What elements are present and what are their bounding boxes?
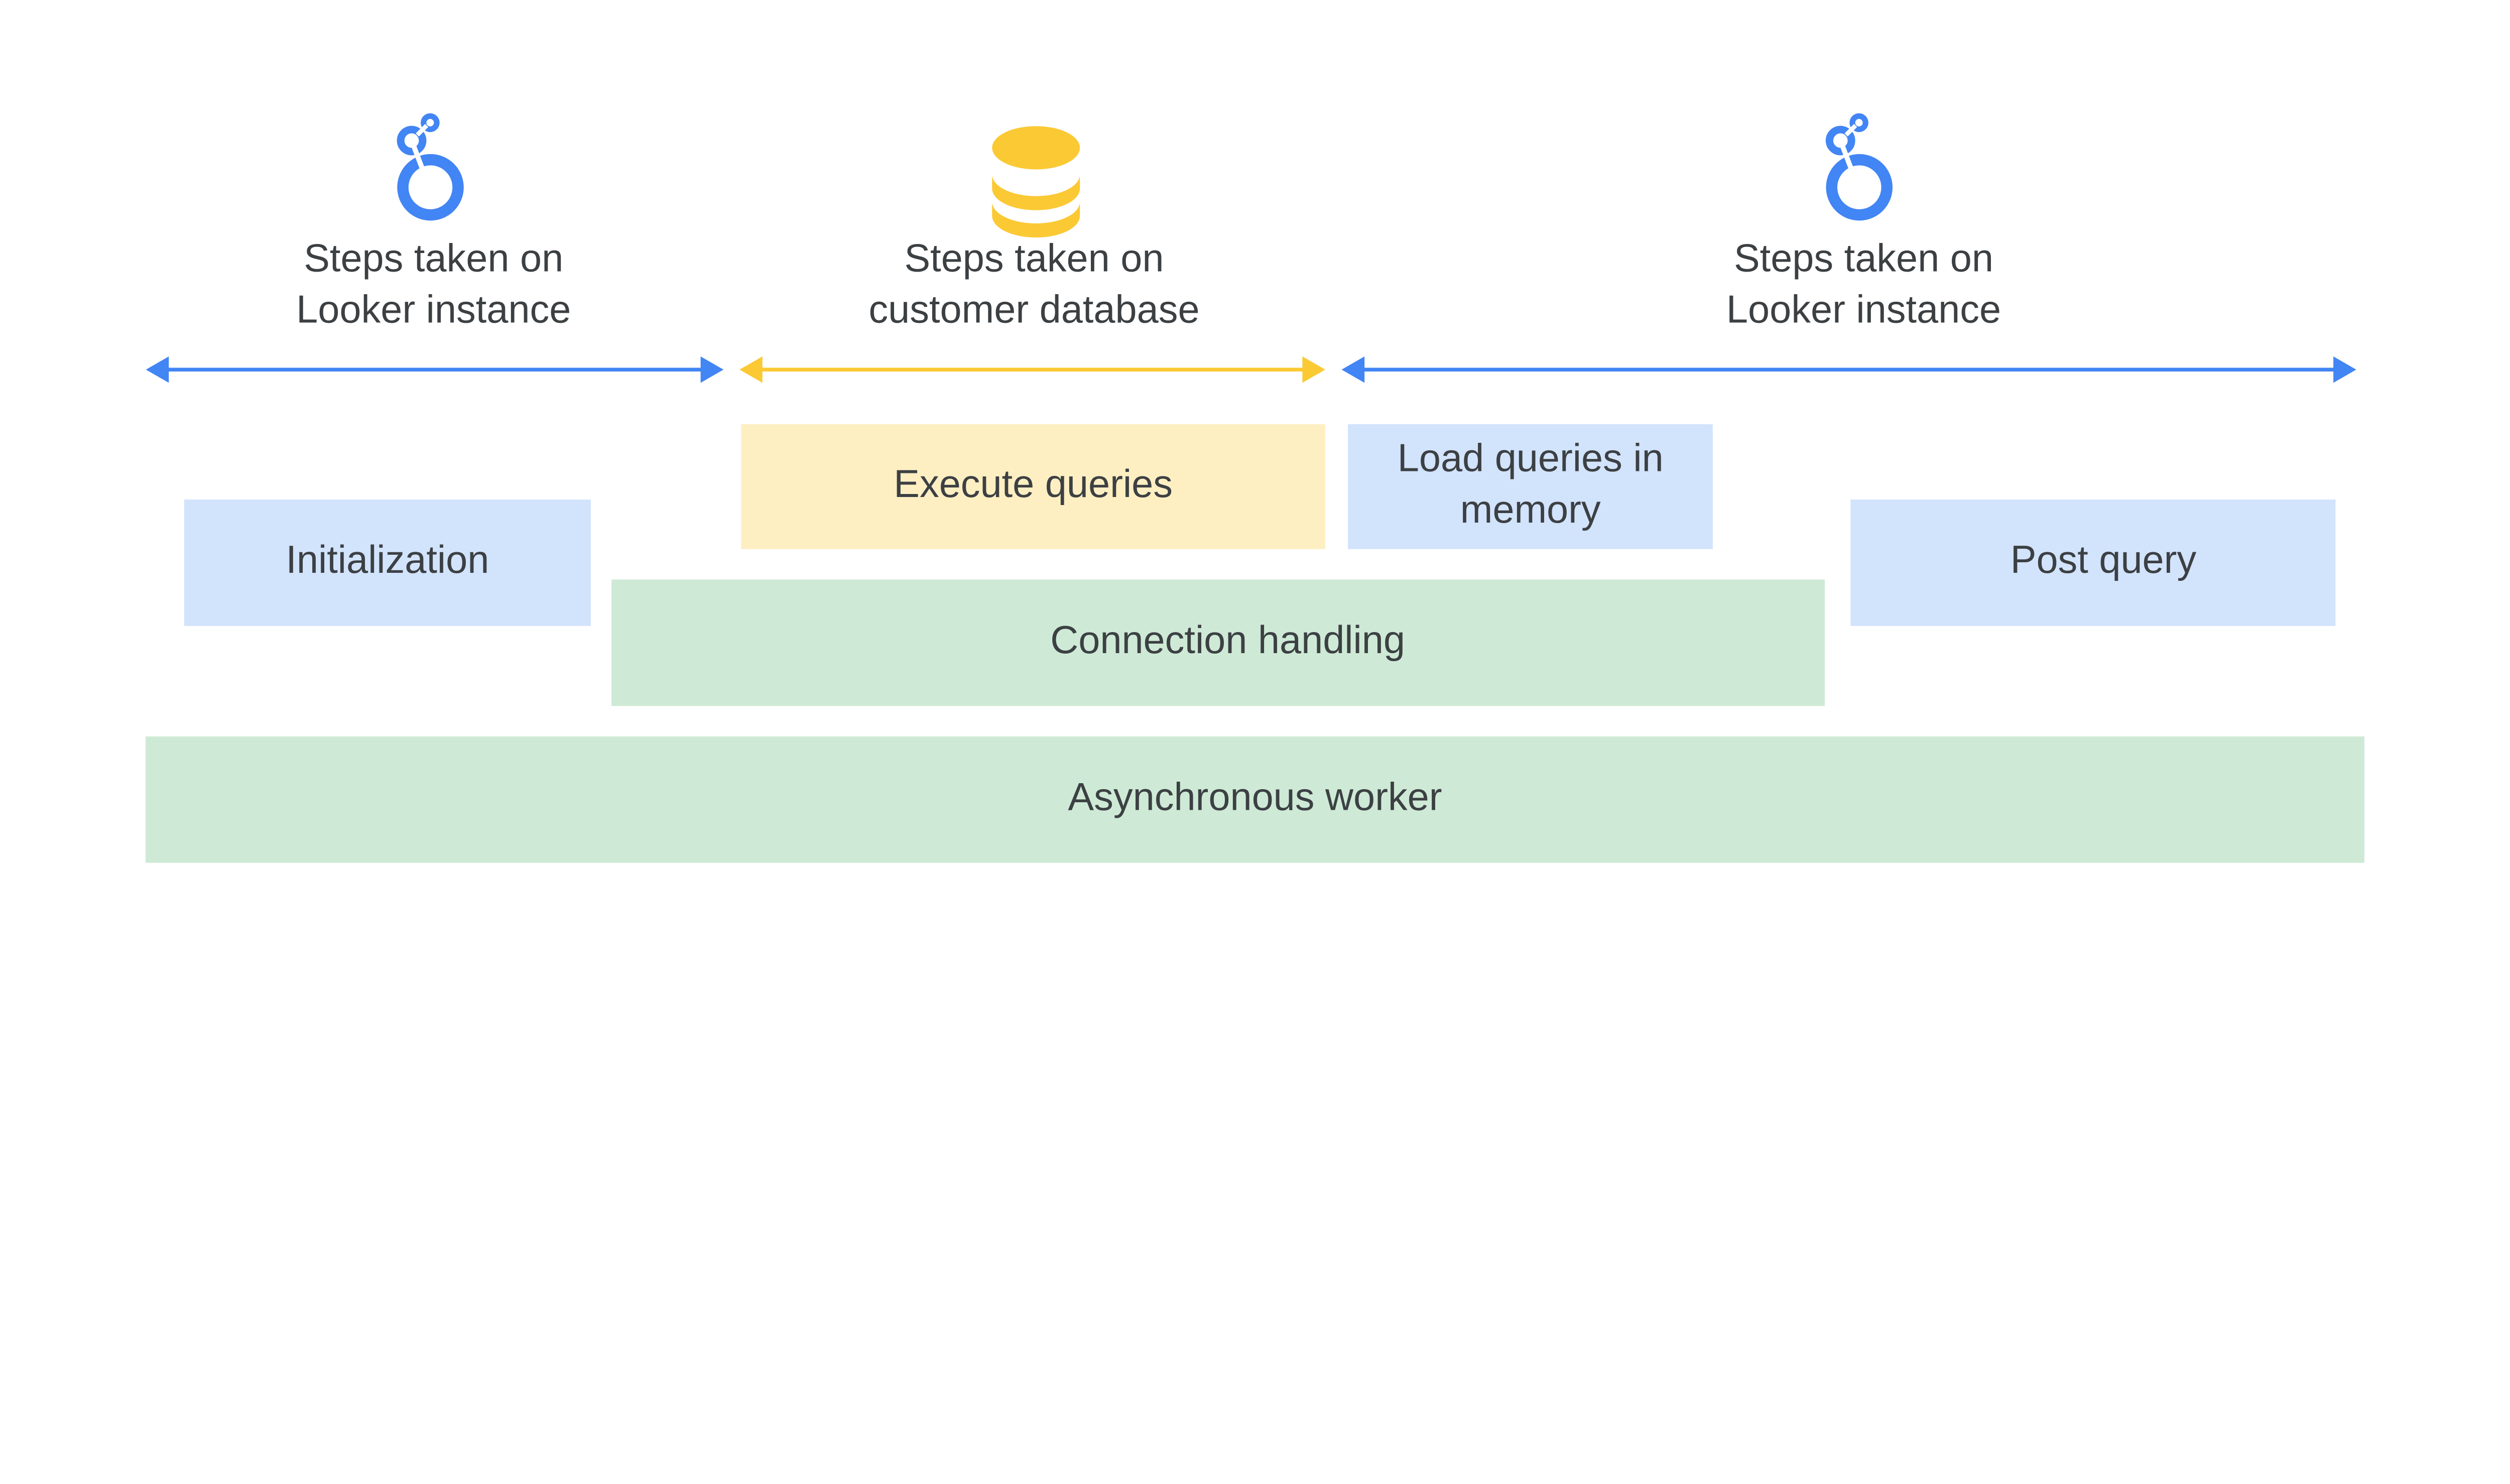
initialization-label: Initialization <box>286 538 489 581</box>
asynchronous-worker-label: Asynchronous worker <box>1068 776 1442 819</box>
load-queries-box: Load queries in memory <box>1348 424 1713 549</box>
query-lifecycle-diagram: Steps taken on Looker instance Steps tak… <box>146 113 2364 863</box>
post-query-label: Post query <box>2011 538 2197 581</box>
section-3-label-line-1: Steps taken on <box>1734 236 1993 280</box>
database-span-arrow <box>739 356 1325 383</box>
section-2-label-line-1: Steps taken on <box>904 236 1164 280</box>
database-icon <box>992 126 1080 238</box>
post-query-box: Post query <box>1850 500 2336 626</box>
looker-span-arrow-right <box>1341 356 2356 383</box>
looker-span-arrow-left <box>146 356 724 383</box>
looker-logo-icon <box>1825 113 1893 221</box>
execute-queries-box: Execute queries <box>741 424 1325 549</box>
section-3-label-line-2: Looker instance <box>1726 288 2001 331</box>
load-queries-label-line-2: memory <box>1460 488 1601 531</box>
section-1-label-line-1: Steps taken on <box>304 236 563 280</box>
section-2-label-line-2: customer database <box>868 288 1199 331</box>
load-queries-label-line-1: Load queries in <box>1398 437 1664 480</box>
asynchronous-worker-box: Asynchronous worker <box>146 736 2364 863</box>
connection-handling-label: Connection handling <box>1050 619 1405 662</box>
connection-handling-box: Connection handling <box>611 579 1825 706</box>
initialization-box: Initialization <box>184 500 591 626</box>
looker-logo-icon <box>397 113 464 221</box>
execute-queries-label: Execute queries <box>894 462 1173 506</box>
section-1-label-line-2: Looker instance <box>296 288 571 331</box>
